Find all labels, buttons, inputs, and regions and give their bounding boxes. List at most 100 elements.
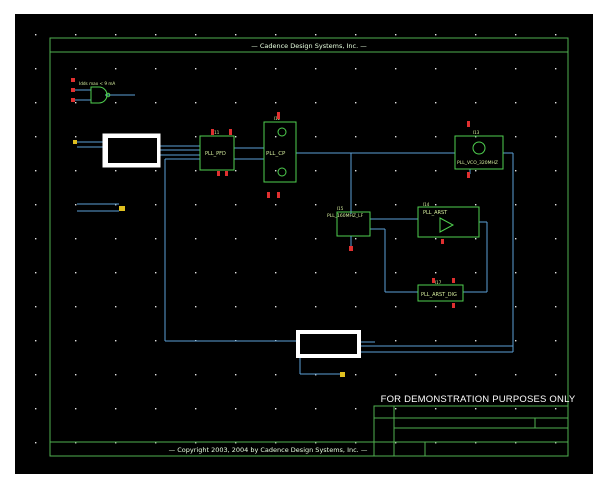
sheet-frame: [49, 37, 569, 457]
grid-dot: [315, 102, 317, 104]
grid-dot: [235, 374, 237, 376]
grid-dot: [195, 374, 197, 376]
grid-dot: [275, 136, 277, 138]
grid-dot: [475, 238, 477, 240]
grid-dot: [515, 238, 517, 240]
grid-dot: [435, 306, 437, 308]
grid-dot: [355, 102, 357, 104]
grid-dot: [275, 408, 277, 410]
vco-name: PLL_VCO_320MHZ: [457, 160, 498, 166]
grid-dot: [315, 238, 317, 240]
nand-gate-symbol[interactable]: [90, 86, 111, 104]
grid-dot: [355, 442, 357, 444]
grid-dot: [155, 272, 157, 274]
grid-dot: [235, 136, 237, 138]
grid-dot: [475, 102, 477, 104]
grid-dot: [275, 68, 277, 70]
grid-dot: [235, 170, 237, 172]
grid-dot: [475, 272, 477, 274]
grid-dot: [475, 170, 477, 172]
grid-dot: [515, 374, 517, 376]
grid-dot: [275, 442, 277, 444]
grid-dot: [315, 170, 317, 172]
grid-dot: [555, 408, 557, 410]
grid-dot: [395, 238, 397, 240]
grid-dot: [235, 306, 237, 308]
grid-dot: [35, 272, 37, 274]
grid-dot: [515, 340, 517, 342]
grid-dot: [395, 136, 397, 138]
arst-ref: I14: [423, 202, 430, 207]
grid-dot: [235, 238, 237, 240]
grid-dot: [475, 408, 477, 410]
grid-dot: [155, 374, 157, 376]
grid-dot: [195, 102, 197, 104]
grid-dot: [435, 238, 437, 240]
grid-dot: [275, 170, 277, 172]
grid-dot: [475, 204, 477, 206]
grid-dot: [555, 238, 557, 240]
grid-dot: [435, 68, 437, 70]
grid-dot: [435, 340, 437, 342]
arst-name: PLL_ARST: [423, 210, 448, 216]
grid-dot: [235, 204, 237, 206]
grid-dot: [355, 34, 357, 36]
grid-dot: [35, 34, 37, 36]
grid-dot: [195, 442, 197, 444]
grid-dot: [235, 68, 237, 70]
grid-dot: [275, 238, 277, 240]
grid-dot: [355, 170, 357, 172]
grid-dot: [35, 408, 37, 410]
vco-ref: I13: [473, 130, 480, 135]
grid-dot: [395, 340, 397, 342]
grid-dot: [115, 238, 117, 240]
grid-dot: [435, 204, 437, 206]
grid-dot: [555, 68, 557, 70]
grid-dot: [475, 340, 477, 342]
arst-instance[interactable]: I14 PLL_ARST: [417, 202, 480, 244]
grid-dot: [35, 102, 37, 104]
grid-dot: [395, 102, 397, 104]
grid-dot: [355, 272, 357, 274]
highlight-box-input-inner: [108, 138, 157, 163]
grid-dot: [115, 272, 117, 274]
grid-dot: [395, 170, 397, 172]
cp-instance[interactable]: I12 PLL_CP: [263, 112, 297, 198]
grid-dot: [555, 442, 557, 444]
grid-dot: [75, 306, 77, 308]
grid-dots: [35, 34, 557, 444]
grid-dot: [475, 374, 477, 376]
grid-dot: [515, 68, 517, 70]
grid-dot: [355, 408, 357, 410]
grid-dot: [75, 102, 77, 104]
grid-dot: [555, 306, 557, 308]
grid-dot: [435, 102, 437, 104]
grid-dot: [155, 238, 157, 240]
grid-dot: [515, 408, 517, 410]
grid-dot: [35, 204, 37, 206]
arst-dig-instance[interactable]: I17 PLL_ARST_DIG: [417, 278, 464, 308]
grid-dot: [155, 442, 157, 444]
grid-dot: [35, 238, 37, 240]
grid-dot: [35, 306, 37, 308]
grid-dot: [35, 442, 37, 444]
grid-dot: [435, 272, 437, 274]
lf-ref: I15: [337, 206, 344, 211]
schematic-canvas[interactable]: — Cadence Design Systems, Inc. — — Copyr…: [15, 14, 593, 474]
grid-dot: [75, 442, 77, 444]
grid-dot: [315, 68, 317, 70]
arst-dig-ref: I17: [435, 280, 442, 285]
vco-instance[interactable]: I13 PLL_VCO_320MHZ: [454, 121, 504, 178]
grid-dot: [115, 68, 117, 70]
grid-dot: [435, 34, 437, 36]
grid-dot: [155, 408, 157, 410]
lf-instance[interactable]: I15 PLL_160MHZ_LF: [327, 206, 371, 251]
grid-dot: [75, 374, 77, 376]
grid-dot: [515, 136, 517, 138]
pfd-instance[interactable]: I11 PLL_PFD: [199, 129, 235, 176]
grid-dot: [115, 442, 117, 444]
grid-dot: [75, 170, 77, 172]
grid-dot: [235, 442, 237, 444]
grid-dot: [395, 204, 397, 206]
schematic-svg[interactable]: — Cadence Design Systems, Inc. — — Copyr…: [15, 14, 593, 474]
